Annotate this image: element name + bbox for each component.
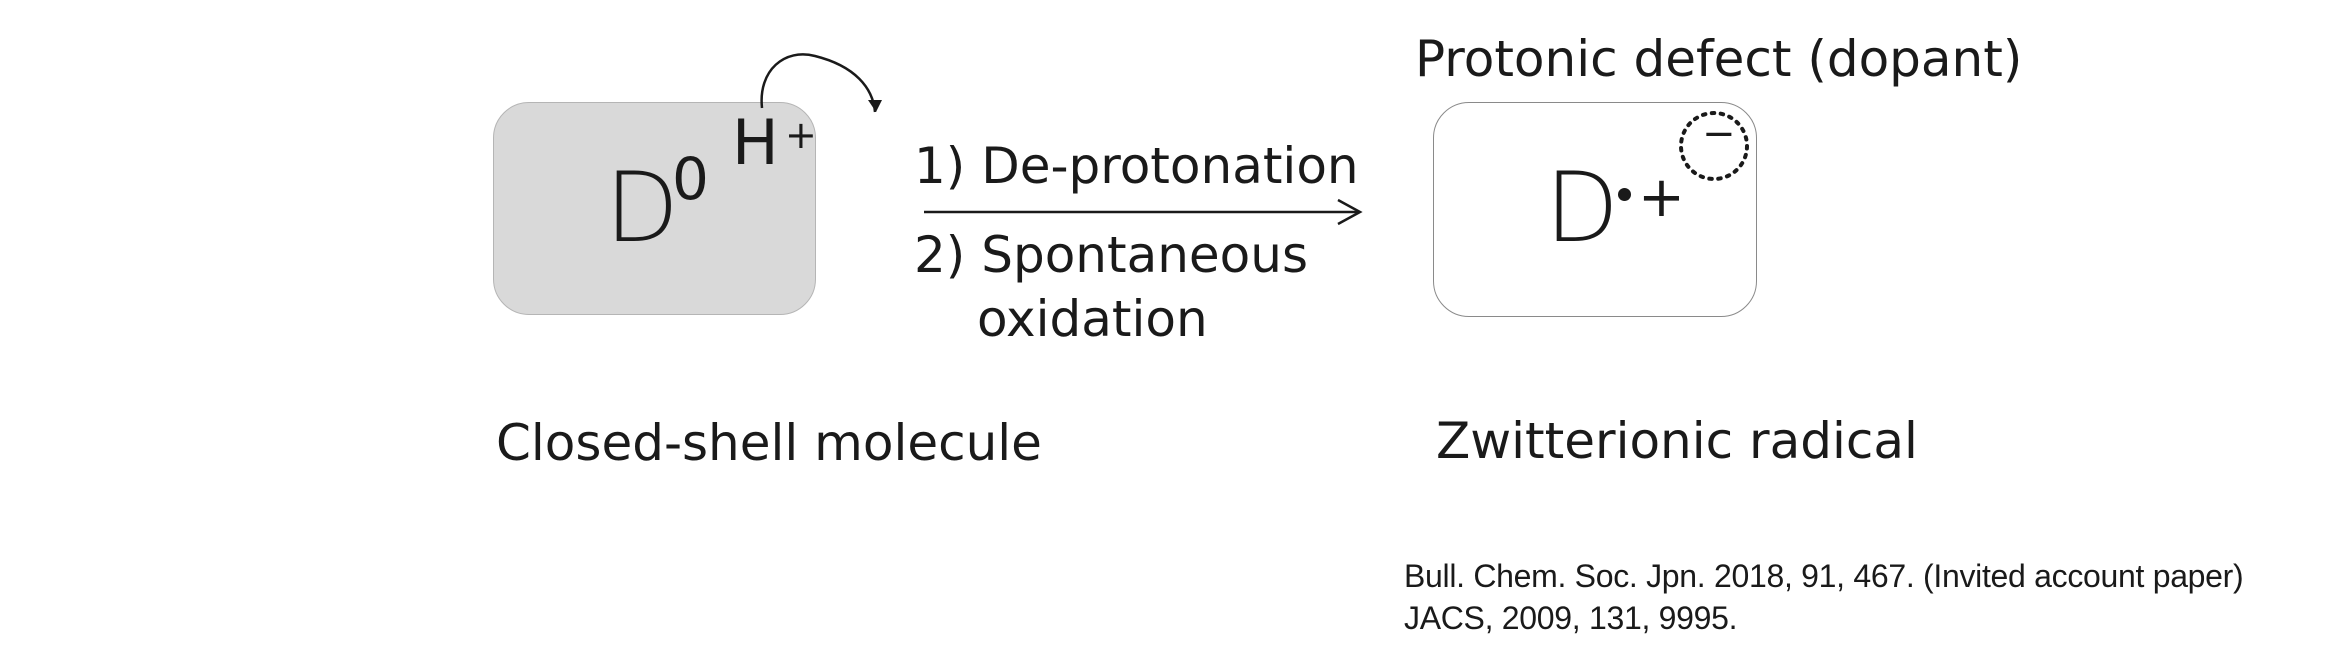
species-d-neutral: D <box>605 152 679 264</box>
protonic-defect-heading: Protonic defect (dopant) <box>1415 30 2023 88</box>
radical-dot-icon <box>1618 188 1631 201</box>
curved-arrowhead-icon <box>868 100 882 112</box>
reaction-arrowhead-icon <box>1337 198 1363 226</box>
reference-jacs: JACS, 2009, 131, 9995. <box>1404 600 1738 636</box>
anion-charge: − <box>1702 111 1736 157</box>
species-d-radical-cation: D <box>1545 152 1619 264</box>
step-deprotonation: 1) De-protonation <box>914 137 1359 195</box>
neutral-superscript: 0 <box>672 145 709 213</box>
closed-shell-molecule-box <box>493 102 816 315</box>
step-spontaneous: 2) Spontaneous <box>914 226 1308 284</box>
proton-label: H <box>732 106 779 179</box>
reference-bcsj: Bull. Chem. Soc. Jpn. 2018, 91, 467. (In… <box>1404 558 2244 594</box>
proton-charge: + <box>785 113 817 157</box>
closed-shell-caption: Closed-shell molecule <box>496 414 1042 472</box>
step-oxidation: oxidation <box>977 290 1208 348</box>
cation-charge: + <box>1638 165 1685 230</box>
zwitterionic-caption: Zwitterionic radical <box>1436 412 1918 470</box>
